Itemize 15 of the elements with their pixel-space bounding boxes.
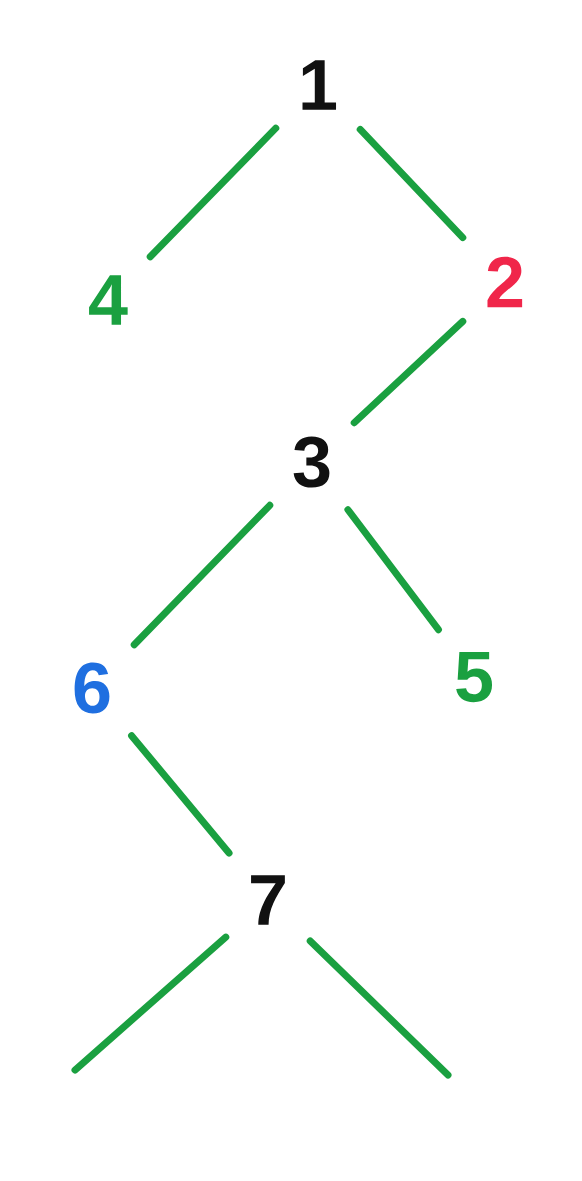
branch-line <box>128 732 233 857</box>
digit-label: 6 <box>74 662 110 714</box>
digit-label: 7 <box>251 875 285 925</box>
digit-label: 1 <box>302 60 337 110</box>
branch-line <box>146 124 280 261</box>
branch-line <box>344 506 442 634</box>
branch-line <box>71 933 230 1074</box>
branch-line <box>356 125 467 242</box>
digit-label: 5 <box>456 651 493 703</box>
branch-line <box>350 317 467 427</box>
branch-line <box>130 501 274 649</box>
digit-label: 2 <box>487 256 523 308</box>
branch-line <box>306 937 452 1079</box>
digit-label: 4 <box>89 275 128 325</box>
digit-label: 3 <box>293 436 330 488</box>
